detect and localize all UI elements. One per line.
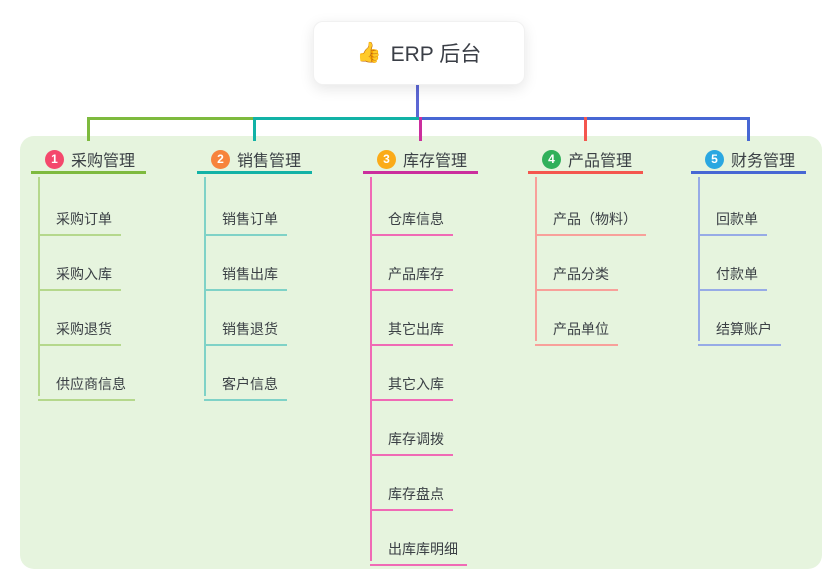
- child-label: 产品单位: [553, 321, 609, 337]
- child-trunk-line: [535, 177, 537, 341]
- branches-panel: [20, 136, 822, 569]
- child-trunk-line: [698, 177, 700, 341]
- branch-node-产品管理[interactable]: 4 产品管理: [528, 147, 643, 174]
- child-node-库存调拨[interactable]: 库存调拨: [370, 408, 453, 456]
- branch-node-销售管理[interactable]: 2 销售管理: [197, 147, 312, 174]
- child-node-采购入库[interactable]: 采购入库: [38, 243, 121, 291]
- thumbs-up-icon: 👍: [356, 42, 382, 64]
- child-label: 销售出库: [222, 266, 278, 282]
- rail-segment-1: [87, 117, 253, 120]
- child-trunk-line: [38, 177, 40, 396]
- child-label: 其它入库: [388, 376, 444, 392]
- branch-node-采购管理[interactable]: 1 采购管理: [31, 147, 146, 174]
- child-label: 供应商信息: [56, 376, 126, 392]
- branch-badge: 1: [45, 149, 64, 169]
- branch-node-财务管理[interactable]: 5 财务管理: [691, 147, 806, 174]
- child-node-回款单[interactable]: 回款单: [698, 188, 767, 236]
- child-node-销售退货[interactable]: 销售退货: [204, 298, 287, 346]
- child-node-供应商信息[interactable]: 供应商信息: [38, 353, 135, 401]
- child-label: 客户信息: [222, 376, 278, 392]
- root-trunk-line: [415, 83, 419, 120]
- branch-drop-line: [87, 117, 90, 141]
- branch-label: 库存管理: [403, 153, 468, 170]
- child-label: 采购退货: [56, 321, 112, 337]
- root-node-label: ERP 后台: [390, 43, 482, 66]
- child-node-付款单[interactable]: 付款单: [698, 243, 767, 291]
- child-node-销售出库[interactable]: 销售出库: [204, 243, 287, 291]
- child-label: 回款单: [716, 211, 758, 227]
- child-node-其它出库[interactable]: 其它出库: [370, 298, 453, 346]
- child-node-产品（物料）[interactable]: 产品（物料）: [535, 188, 646, 236]
- child-node-库存盘点[interactable]: 库存盘点: [370, 463, 453, 511]
- child-label: 销售退货: [222, 321, 278, 337]
- branch-node-库存管理[interactable]: 3 库存管理: [363, 147, 478, 174]
- branch-drop-line: [747, 117, 750, 141]
- child-node-产品单位[interactable]: 产品单位: [535, 298, 618, 346]
- child-node-客户信息[interactable]: 客户信息: [204, 353, 287, 401]
- child-node-出库库明细[interactable]: 出库库明细: [370, 518, 467, 566]
- child-label: 仓库信息: [388, 211, 444, 227]
- branch-drop-line: [253, 117, 256, 141]
- child-label: 付款单: [716, 266, 758, 282]
- child-node-结算账户[interactable]: 结算账户: [698, 298, 781, 346]
- child-node-产品库存[interactable]: 产品库存: [370, 243, 453, 291]
- rail-segment-2: [253, 117, 419, 120]
- child-node-产品分类[interactable]: 产品分类: [535, 243, 618, 291]
- child-node-采购订单[interactable]: 采购订单: [38, 188, 121, 236]
- child-label: 库存调拨: [388, 431, 444, 447]
- child-label: 其它出库: [388, 321, 444, 337]
- child-trunk-line: [370, 177, 372, 561]
- child-label: 出库库明细: [388, 541, 458, 557]
- branch-drop-line: [419, 117, 422, 141]
- branch-label: 财务管理: [731, 153, 796, 170]
- child-label: 销售订单: [222, 211, 278, 227]
- child-label: 采购订单: [56, 211, 112, 227]
- root-node[interactable]: 👍 ERP 后台: [313, 21, 525, 85]
- child-node-其它入库[interactable]: 其它入库: [370, 353, 453, 401]
- branch-badge: 5: [705, 149, 724, 169]
- child-trunk-line: [204, 177, 206, 396]
- child-label: 产品库存: [388, 266, 444, 282]
- child-label: 产品分类: [553, 266, 609, 282]
- branch-badge: 2: [211, 149, 230, 169]
- child-node-仓库信息[interactable]: 仓库信息: [370, 188, 453, 236]
- branch-badge: 3: [377, 149, 396, 169]
- branch-label: 采购管理: [71, 153, 136, 170]
- child-node-销售订单[interactable]: 销售订单: [204, 188, 287, 236]
- branch-badge: 4: [542, 149, 561, 169]
- branch-label: 产品管理: [568, 153, 633, 170]
- child-node-采购退货[interactable]: 采购退货: [38, 298, 121, 346]
- branch-label: 销售管理: [237, 153, 302, 170]
- child-label: 库存盘点: [388, 486, 444, 502]
- child-label: 采购入库: [56, 266, 112, 282]
- child-label: 产品（物料）: [553, 211, 637, 227]
- branch-drop-line: [584, 117, 587, 141]
- child-label: 结算账户: [716, 321, 772, 337]
